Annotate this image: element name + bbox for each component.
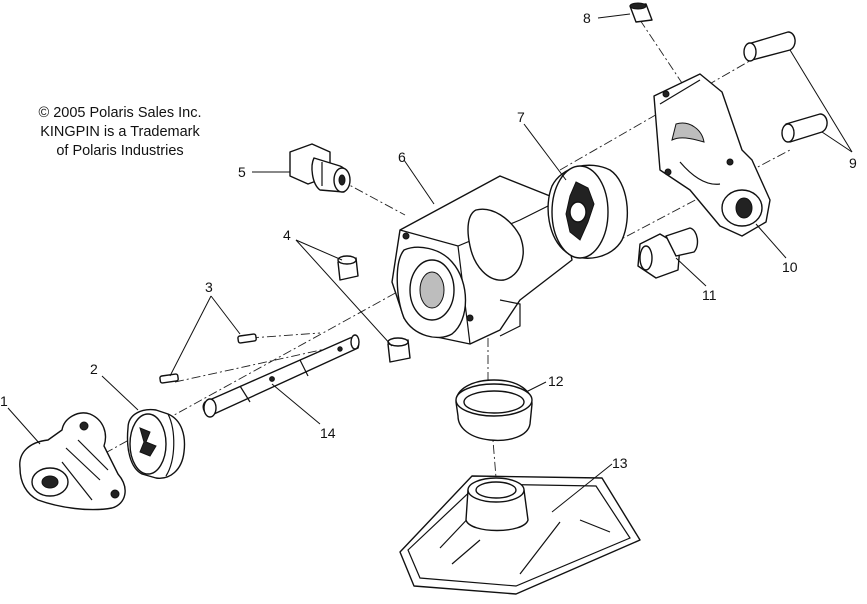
part-6-pump-housing	[391, 175, 573, 345]
callout-8: 8	[583, 10, 591, 26]
callout-5: 5	[238, 164, 246, 180]
part-12-seal-ring	[455, 379, 533, 442]
part-9-sleeves	[743, 31, 828, 143]
part-1-end-cover	[19, 412, 126, 511]
part-11-fitting	[637, 227, 699, 279]
callout-3: 3	[205, 279, 213, 295]
callout-1: 1	[0, 393, 8, 409]
part-2-rotor-ring	[126, 408, 186, 479]
part-13-pickup-screen	[399, 475, 641, 595]
callout-7: 7	[517, 109, 525, 125]
part-5-fitting	[289, 143, 351, 193]
part-8-plug	[629, 2, 653, 23]
callout-4: 4	[283, 227, 291, 243]
callout-2: 2	[90, 361, 98, 377]
leader-lines	[7, 13, 853, 513]
copyright-notice: © 2005 Polaris Sales Inc. KINGPIN is a T…	[10, 104, 230, 161]
copyright-line-1: © 2005 Polaris Sales Inc.	[38, 105, 202, 121]
part-14-shaft	[202, 334, 360, 418]
copyright-line-3: of Polaris Industries	[56, 143, 184, 159]
callout-11: 11	[702, 287, 717, 303]
part-3-pins	[159, 333, 257, 384]
callout-6: 6	[398, 149, 406, 165]
callout-labels: 1 2 3 4 5 6 7 8 9 10 11 12 13 14	[0, 10, 857, 471]
part-10-back-plate	[653, 73, 771, 237]
part-7-outer-rotor	[547, 164, 628, 259]
callout-12: 12	[548, 373, 564, 389]
callout-14: 14	[320, 425, 336, 441]
callout-10: 10	[782, 259, 798, 275]
callout-13: 13	[612, 455, 628, 471]
part-4-dowels	[337, 255, 411, 363]
copyright-line-2: KINGPIN is a Trademark	[40, 124, 200, 140]
callout-9: 9	[849, 155, 857, 171]
